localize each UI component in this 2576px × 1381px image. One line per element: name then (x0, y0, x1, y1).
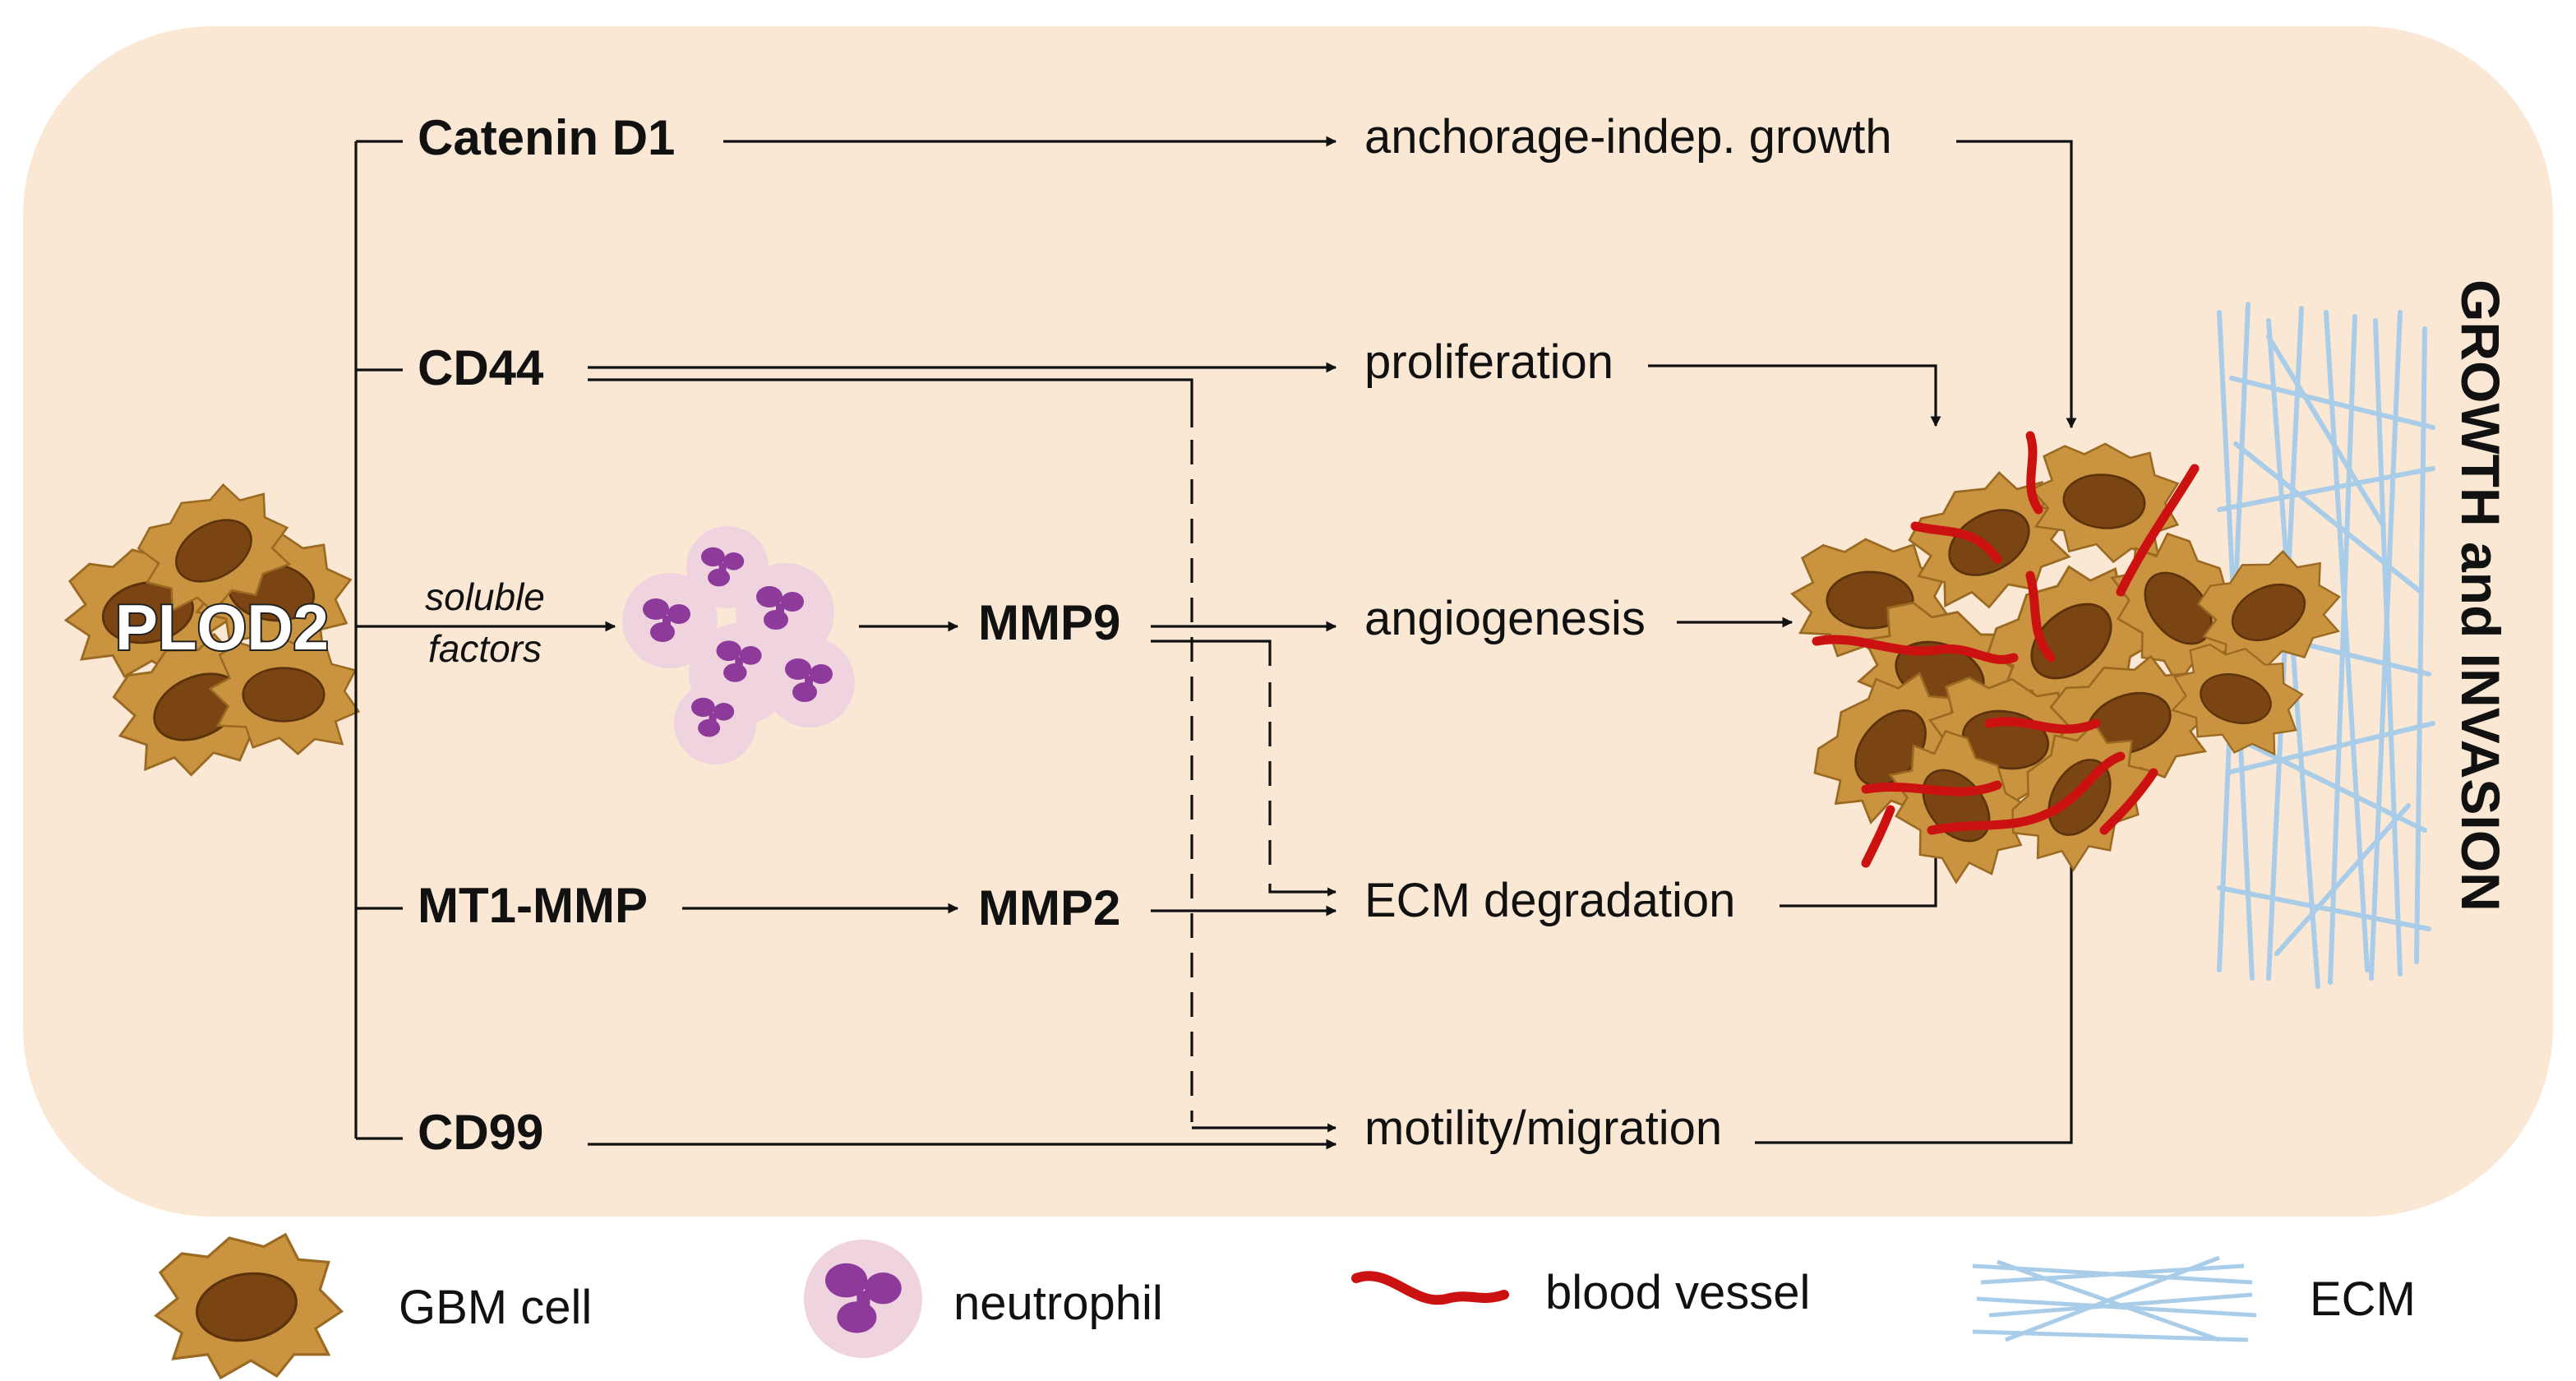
arrow-proliferation-to-tumor (1648, 364, 1941, 427)
route-mmp9-secondary (1151, 640, 1272, 666)
gene-catenin-d1: Catenin D1 (418, 110, 675, 165)
arrow-mmp9-to-ecm (1268, 884, 1337, 897)
gene-mmp9: MMP9 (978, 595, 1120, 650)
route-cd44-secondary (588, 378, 1193, 427)
legend-neutrophil-label: neutrophil (953, 1277, 1163, 1330)
arrow-motility-to-tumor (1755, 847, 2077, 1144)
legend-neutrophil-icon (804, 1240, 922, 1358)
outcome-proliferation: proliferation (1364, 335, 1613, 389)
soluble-factors-line2: factors (428, 627, 542, 670)
blood-vessels (1812, 431, 2200, 868)
legend-ecm-label: ECM (2310, 1272, 2416, 1326)
gene-cd99: CD99 (418, 1105, 543, 1160)
growth-invasion-title: GROWTH and INVASION (2450, 279, 2511, 912)
legend-blood-vessel-label: blood vessel (1545, 1266, 1810, 1319)
gene-cd44: CD44 (418, 340, 544, 395)
background-panel (23, 26, 2553, 1217)
plod2-label: PLOD2 (115, 591, 329, 663)
soluble-factors-line1: soluble (425, 575, 545, 618)
outcome-motility-migration: motility/migration (1364, 1102, 1722, 1155)
outcome-anchorage-growth: anchorage-indep. growth (1364, 110, 1892, 164)
legend-gbm-cell-icon (155, 1233, 344, 1379)
outcome-angiogenesis: angiogenesis (1364, 592, 1646, 645)
legend-gbm-cell-label: GBM cell (399, 1281, 592, 1334)
arrow-anchorage-to-tumor (1956, 140, 2077, 429)
gene-mt1-mmp: MT1-MMP (418, 878, 648, 933)
legend: GBM cell neutrophil blood vessel ECM (155, 1233, 2416, 1379)
outcome-ecm-degradation: ECM degradation (1364, 874, 1735, 927)
neutrophil-cluster (622, 526, 855, 764)
legend-blood-vessel-icon (1351, 1271, 1509, 1305)
arrow-ecm-degradation-to-tumor (1780, 845, 1941, 908)
legend-ecm-icon (1972, 1255, 2257, 1342)
gene-mmp2: MMP2 (978, 880, 1120, 935)
